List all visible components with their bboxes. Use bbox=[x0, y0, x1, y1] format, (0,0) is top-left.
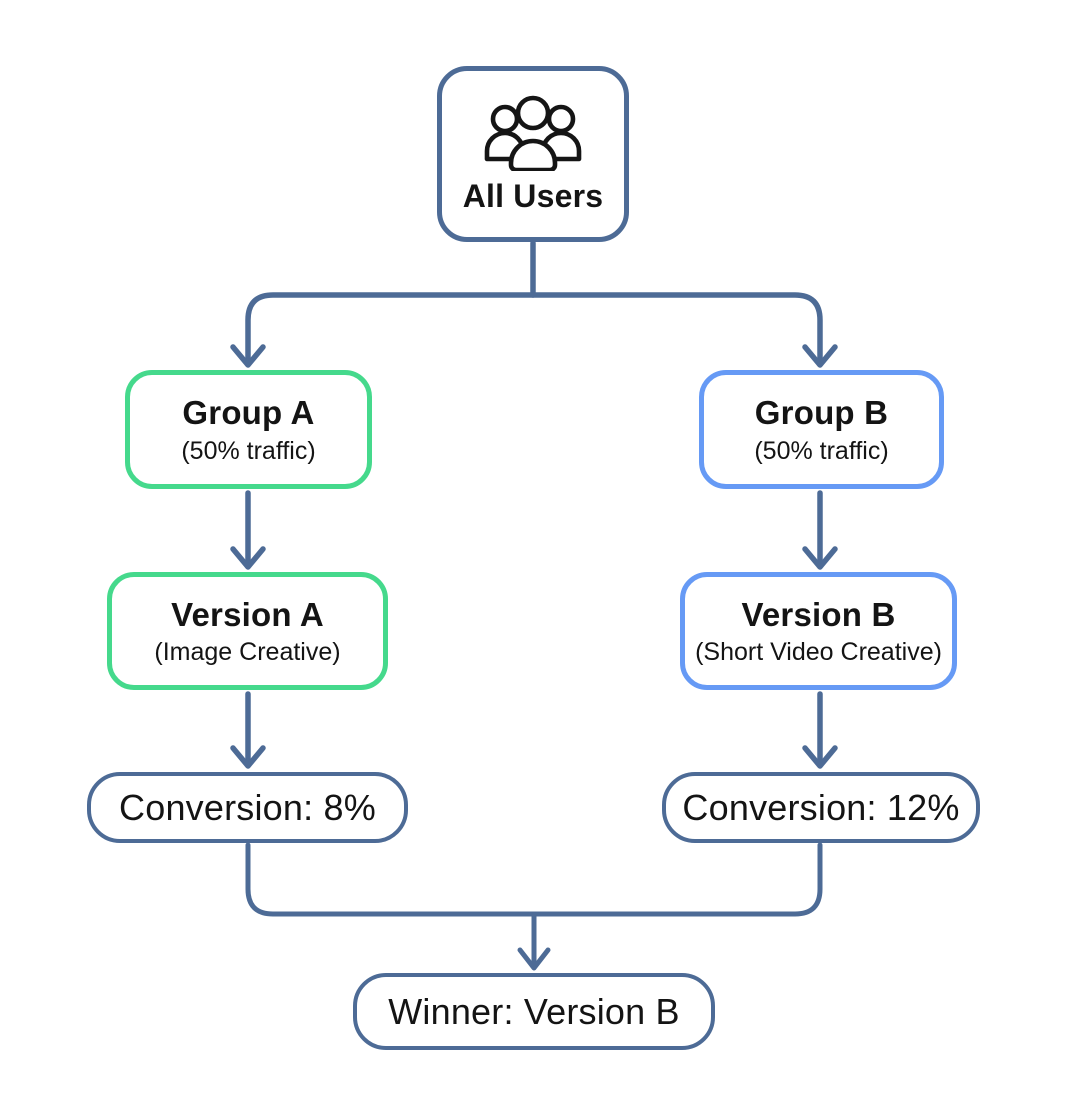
node-group-b: Group B (50% traffic) bbox=[699, 370, 944, 489]
conversion-b-label: Conversion: 12% bbox=[682, 786, 960, 828]
group-a-subtitle: (50% traffic) bbox=[181, 436, 316, 465]
winner-label: Winner: Version B bbox=[388, 990, 680, 1032]
version-b-title: Version B bbox=[741, 595, 896, 633]
version-a-title: Version A bbox=[171, 595, 324, 633]
edge-merge-bar bbox=[245, 842, 823, 917]
group-b-subtitle: (50% traffic) bbox=[754, 436, 889, 465]
arrowhead-winner bbox=[517, 947, 551, 971]
arrowhead-group-a bbox=[230, 344, 266, 368]
arrowhead-conv-b bbox=[802, 745, 838, 769]
all-users-label: All Users bbox=[462, 177, 604, 214]
node-conversion-b: Conversion: 12% bbox=[662, 772, 980, 843]
group-a-title: Group A bbox=[182, 394, 315, 432]
node-version-a: Version A (Image Creative) bbox=[107, 572, 388, 690]
version-b-subtitle: (Short Video Creative) bbox=[695, 638, 942, 667]
node-version-b: Version B (Short Video Creative) bbox=[680, 572, 957, 690]
node-all-users: All Users bbox=[437, 66, 629, 242]
version-a-subtitle: (Image Creative) bbox=[154, 638, 341, 667]
arrowhead-group-b bbox=[802, 344, 838, 368]
node-conversion-a: Conversion: 8% bbox=[87, 772, 408, 843]
conversion-a-label: Conversion: 8% bbox=[119, 786, 376, 828]
group-b-title: Group B bbox=[754, 394, 889, 432]
edge-split-bar bbox=[245, 292, 823, 367]
arrowhead-conv-a bbox=[230, 745, 266, 769]
node-winner: Winner: Version B bbox=[353, 973, 715, 1050]
arrowhead-version-b bbox=[802, 546, 838, 570]
arrowhead-version-a bbox=[230, 546, 266, 570]
node-group-a: Group A (50% traffic) bbox=[125, 370, 372, 489]
users-group-icon bbox=[484, 95, 582, 171]
